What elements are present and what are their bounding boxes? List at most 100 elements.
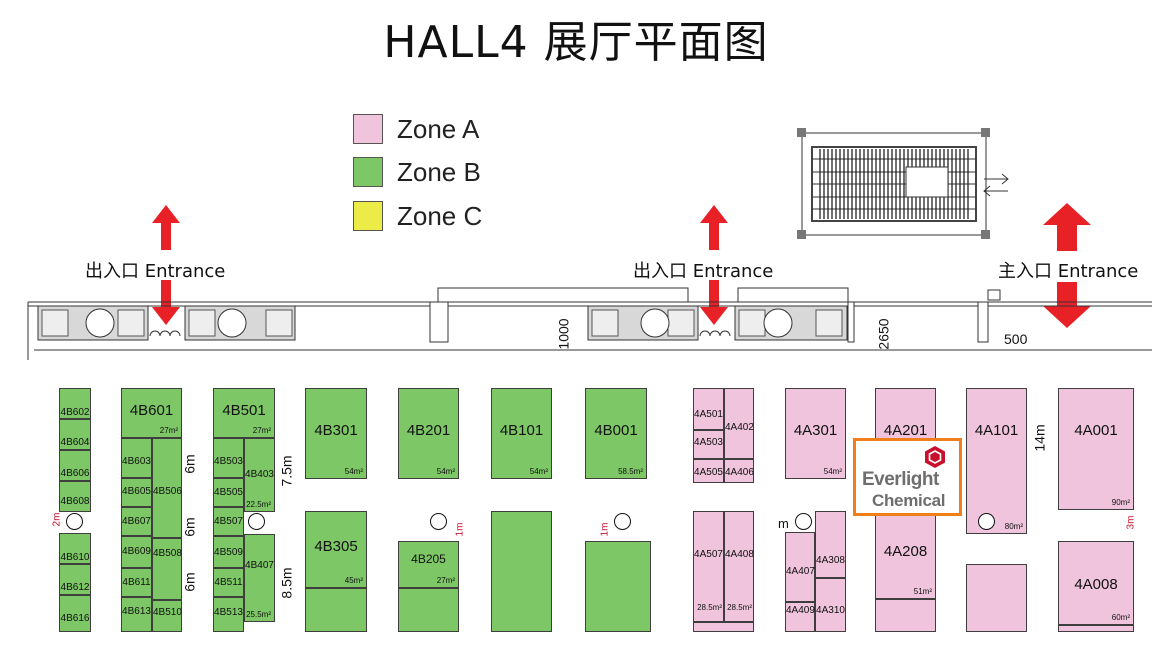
- entrance-label-main: 主入口 Entrance: [998, 261, 1139, 282]
- legend-zone-a: Zone A: [353, 113, 479, 145]
- booth-label: 4A501: [694, 409, 723, 420]
- booth-4B501[interactable]: 4B501 27m²: [213, 388, 275, 438]
- booth-4A301[interactable]: 4A301 54m²: [785, 388, 846, 479]
- booth-4B505[interactable]: 4B505: [213, 478, 244, 507]
- booth-4B610[interactable]: 4B610: [59, 533, 91, 564]
- booth-4B605[interactable]: 4B605: [121, 478, 152, 507]
- booth-label: 4B205: [411, 552, 446, 566]
- dimension-500: 500: [1004, 331, 1028, 347]
- booth-4A308[interactable]: 4A308: [815, 511, 846, 578]
- booth-4B602[interactable]: 4B602: [59, 388, 91, 419]
- booth-label: 4B513: [214, 607, 243, 618]
- booth-a-row-008-lower[interactable]: [1058, 625, 1134, 632]
- booth-4B510[interactable]: 4B510: [152, 600, 182, 632]
- booth-area: 25.5m²: [246, 610, 271, 619]
- booth-4B513[interactable]: 4B513: [213, 597, 244, 632]
- dimension-6m-lower: 6m: [181, 572, 198, 592]
- booth-4B301[interactable]: 4B301 54m²: [305, 388, 367, 479]
- booth-label: 4B611: [122, 577, 151, 588]
- booth-b-row-001-lower[interactable]: [585, 541, 651, 632]
- dimension-1m-right: 1m: [599, 522, 611, 537]
- pillar: [248, 513, 265, 530]
- booth-4A409[interactable]: 4A409: [785, 602, 815, 632]
- booth-label: 4A208: [883, 543, 928, 560]
- booth-label: 4B605: [122, 486, 151, 497]
- booth-4B403[interactable]: 4B403 22.5m²: [244, 438, 275, 512]
- booth-b-row-305-lower[interactable]: [305, 588, 367, 632]
- booth-a-row-208-lower[interactable]: [875, 599, 936, 632]
- booth-label: 4B506: [153, 486, 182, 497]
- booth-4A001[interactable]: 4A001 90m²: [1058, 388, 1134, 510]
- booth-label: 4B616: [60, 613, 90, 624]
- booth-4A505[interactable]: 4A505: [693, 459, 724, 483]
- booth-label: 4B305: [314, 538, 358, 555]
- booth-4B612[interactable]: 4B612: [59, 564, 91, 595]
- booth-label: 4A308: [816, 555, 845, 566]
- booth-4A406[interactable]: 4A406: [724, 459, 754, 483]
- booth-4A503[interactable]: 4A503: [693, 430, 724, 459]
- booth-4B608[interactable]: 4B608: [59, 481, 91, 512]
- booth-area: 90m²: [1111, 498, 1130, 507]
- booth-4B603[interactable]: 4B603: [121, 438, 152, 478]
- arrow-up-icon-main: [1043, 203, 1091, 251]
- booth-4A501[interactable]: 4A501: [693, 388, 724, 430]
- booth-label: 4A503: [694, 437, 723, 448]
- booth-4B511[interactable]: 4B511: [213, 568, 244, 597]
- legend-zone-b: Zone B: [353, 156, 481, 188]
- booth-4B503[interactable]: 4B503: [213, 438, 244, 478]
- booth-4B509[interactable]: 4B509: [213, 536, 244, 568]
- booth-b-row-101-lower[interactable]: [491, 511, 552, 632]
- booth-4A008[interactable]: 4A008 60m²: [1058, 541, 1134, 625]
- booth-4B607[interactable]: 4B607: [121, 507, 152, 536]
- everlight-chemical-logo[interactable]: Everlight Chemical: [853, 438, 962, 516]
- booth-4B201[interactable]: 4B201 54m²: [398, 388, 459, 479]
- booth-area: 45m²: [344, 576, 363, 585]
- booth-4B609[interactable]: 4B609: [121, 536, 152, 568]
- booth-4B506[interactable]: 4B506: [152, 438, 182, 538]
- booth-label: 4A406: [725, 467, 754, 478]
- booth-4B101[interactable]: 4B101 54m²: [491, 388, 552, 479]
- booth-4B601[interactable]: 4B601 27m²: [121, 388, 182, 438]
- booth-4A407[interactable]: 4A407: [785, 532, 815, 602]
- booth-label: 4B505: [214, 487, 243, 498]
- booth-4B508[interactable]: 4B508: [152, 538, 182, 600]
- escalator-icon: [797, 128, 1009, 239]
- booth-label: 4A407: [786, 566, 815, 577]
- dimension-8-5m: 8.5m: [278, 567, 295, 599]
- booth-4A310[interactable]: 4A310: [815, 578, 846, 632]
- booth-4A507[interactable]: 4A507 28.5m²: [693, 511, 724, 622]
- booth-4A402[interactable]: 4A402: [724, 388, 754, 459]
- booth-label: 4A507: [694, 549, 723, 560]
- booth-4B613[interactable]: 4B613: [121, 597, 152, 632]
- booth-4A101[interactable]: 4A101 80m²: [966, 388, 1027, 534]
- booth-label: 4B610: [60, 552, 90, 563]
- booth-a-row-507-lower[interactable]: [693, 622, 754, 632]
- booth-4B606[interactable]: 4B606: [59, 450, 91, 481]
- booth-4B616[interactable]: 4B616: [59, 595, 91, 632]
- booth-label: 4A505: [694, 467, 723, 478]
- booth-4A408[interactable]: 4A408 28.5m²: [724, 511, 754, 622]
- dimension-14m: 14m: [1031, 424, 1048, 452]
- everlight-hexagon-icon: [925, 446, 945, 468]
- booth-4B305[interactable]: 4B305 45m²: [305, 511, 367, 588]
- booth-4B507[interactable]: 4B507: [213, 507, 244, 536]
- booth-a-row-101-lower[interactable]: [966, 564, 1027, 632]
- booth-4B604[interactable]: 4B604: [59, 419, 91, 450]
- pillar: [614, 513, 631, 530]
- dimension-1000: 1000: [555, 318, 572, 350]
- booth-4B205[interactable]: 4B205 27m²: [398, 541, 459, 588]
- booth-label: 4A301: [793, 422, 838, 439]
- booth-label: 4B201: [406, 422, 451, 439]
- booth-label: 4B511: [214, 577, 243, 588]
- booth-4B001[interactable]: 4B001 58.5m²: [585, 388, 647, 479]
- booth-label: 4B001: [594, 422, 638, 439]
- arrow-down-icon-main: [1043, 282, 1091, 328]
- booth-4B407[interactable]: 4B407 25.5m²: [244, 534, 275, 622]
- booth-label: 4B403: [245, 469, 274, 480]
- booth-b-row-205-lower[interactable]: [398, 588, 459, 632]
- dimension-1m-left: 1m: [454, 522, 466, 537]
- booth-4A208[interactable]: 4A208 51m²: [875, 500, 936, 599]
- booth-4B611[interactable]: 4B611: [121, 568, 152, 597]
- booth-label: 4B612: [60, 582, 90, 593]
- booth-area: 54m²: [529, 467, 548, 476]
